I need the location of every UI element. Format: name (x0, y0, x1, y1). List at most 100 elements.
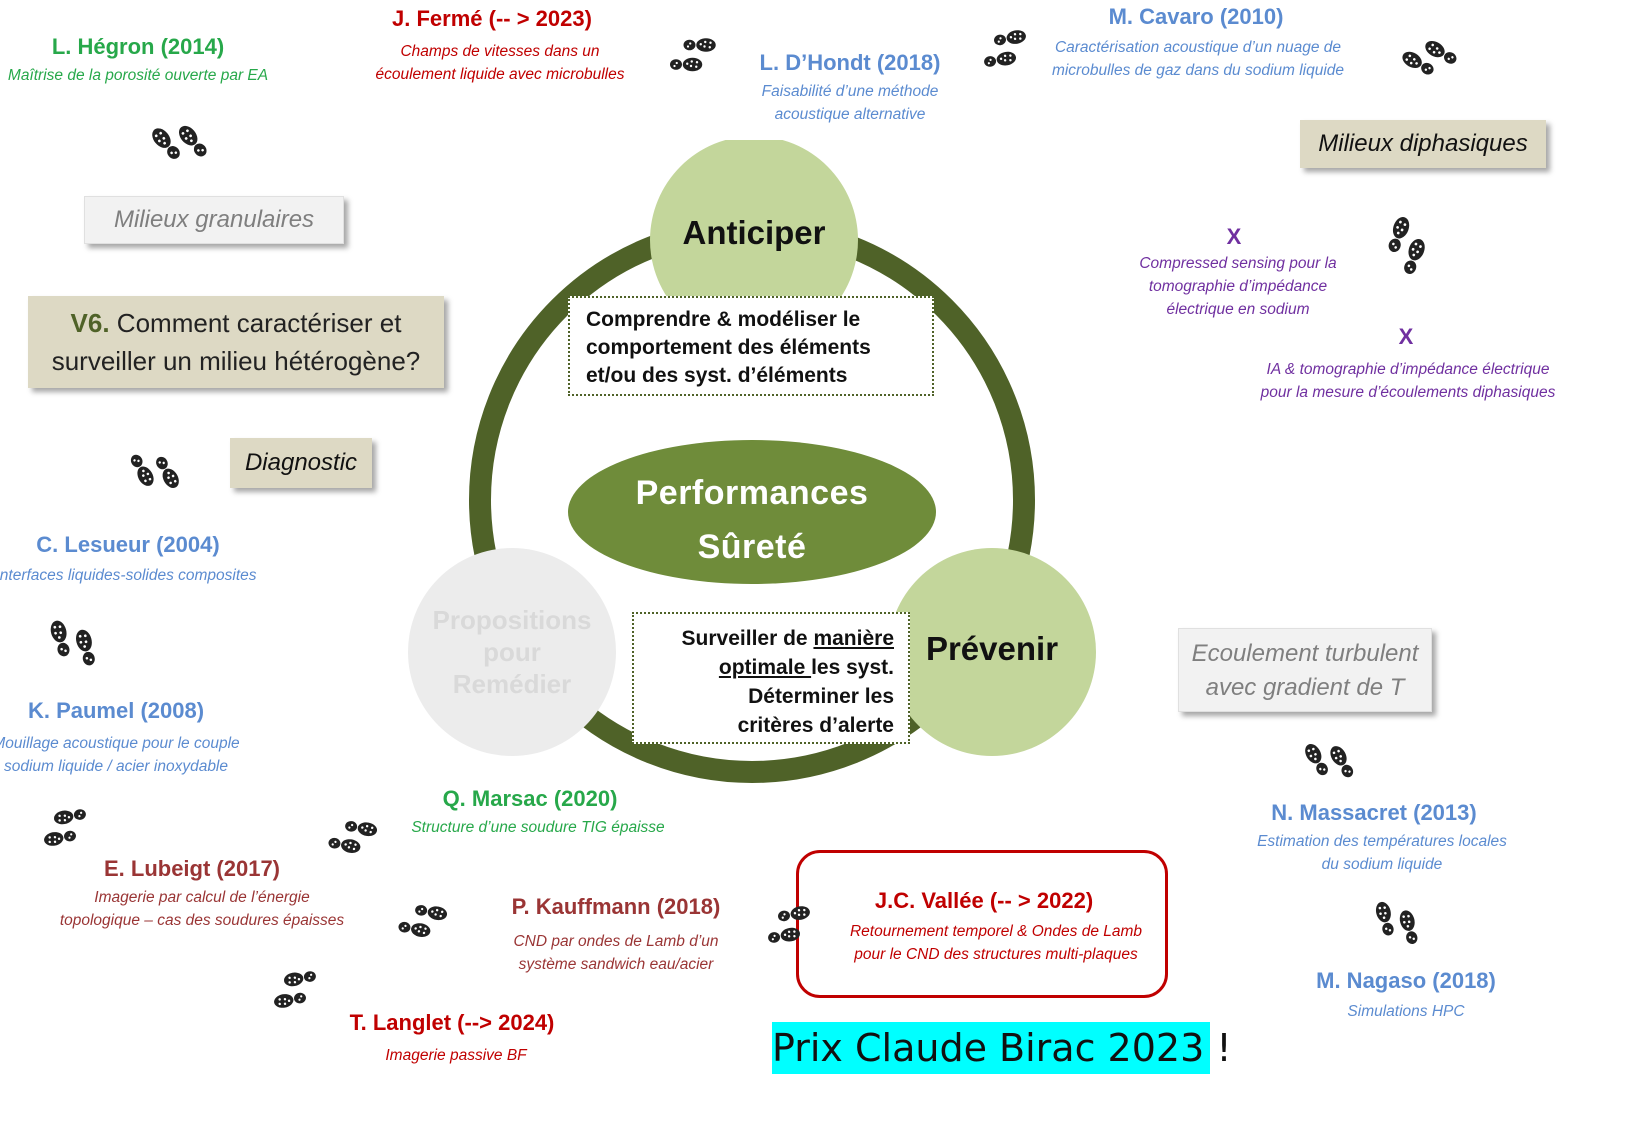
remedier-line2: pour (483, 637, 541, 667)
thesis-dhondt-desc2: acoustique alternative (774, 106, 926, 123)
center-title-line2: Sûreté (697, 528, 807, 566)
footprints-icon (36, 606, 110, 680)
question-line2: surveiller un milieu hétérogène? (51, 346, 421, 376)
thesis-lubeigt-desc: Imagerie par calcul de l’énergie topolog… (60, 886, 344, 932)
cycle-diagram (408, 140, 1096, 783)
surveiller-line4: critères d’alerte (737, 714, 894, 737)
thesis-x2-desc: IA & tomographie d’impédance électrique … (1261, 358, 1556, 404)
remedier-label: Propositions pour Remédier (412, 604, 612, 700)
prize-banner: Prix Claude Birac 2023 ! (772, 1022, 1232, 1074)
thesis-ferme-desc2: écoulement liquide avec microbulles (375, 66, 625, 83)
remedier-circle (408, 548, 616, 756)
thesis-x2-desc2: pour la mesure d’écoulements diphasiques (1260, 384, 1556, 401)
thesis-massacret-name: N. Massacret (2013) (1271, 800, 1477, 825)
thesis-massacret-desc1: Estimation des températures locales (1257, 833, 1507, 850)
thesis-cavaro-desc2: microbulles de gaz dans du sodium liquid… (1051, 62, 1345, 79)
thesis-massacret-desc2: du sodium liquide (1321, 856, 1443, 873)
thesis-x2-desc1: IA & tomographie d’impédance électrique (1266, 361, 1550, 378)
thesis-x2-name: X (1398, 324, 1414, 349)
thesis-x1-desc3: électrique en sodium (1166, 301, 1310, 318)
label-turbulent: Ecoulement turbulent avec gradient de T (1178, 628, 1432, 712)
footprints-icon (250, 960, 340, 1020)
label-diphasiques: Milieux diphasiques (1300, 120, 1546, 168)
thesis-hegron-name: L. Hégron (2014) (51, 34, 225, 59)
question-prefix: V6. (70, 308, 110, 338)
thesis-lesueur-name: C. Lesueur (2004) (36, 532, 220, 557)
box-comprendre: Comprendre & modéliser le comportement d… (568, 296, 934, 396)
remedier-line1: Propositions (432, 605, 592, 635)
thesis-ferme-desc1: Champs de vitesses dans un (400, 43, 600, 60)
surveiller-text-a: Surveiller de (681, 627, 814, 650)
footprints-icon (122, 430, 192, 514)
thesis-vallee-desc2: pour le CND des structures multi-plaques (854, 946, 1138, 963)
thesis-vallee-name: J.C. Vallée (-- > 2022) (874, 888, 1094, 913)
footprints-icon (966, 12, 1046, 82)
prevenir-label: Prévenir (925, 630, 1059, 667)
footprints-icon (1372, 200, 1442, 290)
thesis-x1-name: X (1226, 224, 1242, 249)
thesis-lubeigt-desc1: Imagerie par calcul de l’énergie (94, 889, 310, 906)
turbulent-line2: avec gradient de T (1205, 674, 1405, 701)
optimale-text: optimale (718, 656, 812, 679)
footprints-icon (380, 890, 470, 950)
thesis-paumel-desc: Mouillage acoustique pour le couple sodi… (0, 732, 240, 778)
center-title-line1: Performances (635, 474, 869, 512)
footprints-icon (1384, 28, 1474, 88)
thesis-paumel-desc1: Mouillage acoustique pour le couple (0, 735, 240, 752)
footprints-icon (20, 798, 110, 858)
question-box: V6. Comment caractériser et surveiller u… (28, 296, 444, 388)
question-line1: Comment caractériser et (109, 308, 402, 338)
thesis-nagaso-name: M. Nagaso (2018) (1316, 968, 1496, 993)
thesis-x1-desc: Compressed sensing pour la tomographie d… (1139, 252, 1336, 321)
center-ellipse (568, 440, 936, 584)
thesis-hegron-desc: Maîtrise de la porosité ouverte par EA (7, 67, 269, 84)
thesis-kauffmann-desc: CND par ondes de Lamb d’un système sandw… (513, 930, 718, 976)
label-diagnostic: Diagnostic (230, 438, 372, 488)
thesis-kauffmann-desc2: système sandwich eau/acier (518, 956, 714, 973)
thesis-cavaro-desc: Caractérisation acoustique d’un nuage de… (1052, 36, 1344, 82)
footprints-icon (140, 112, 220, 172)
thesis-lesueur-desc: Interfaces liquides-solides composites (0, 567, 257, 584)
thesis-marsac-desc: Structure d’une soudure TIG épaisse (411, 819, 665, 836)
thesis-dhondt-desc1: Faisabilité d’une méthode (761, 83, 939, 100)
thesis-x1-desc1: Compressed sensing pour la (1139, 255, 1337, 272)
thesis-ferme-name: J. Fermé (-- > 2023) (392, 6, 592, 31)
thesis-dhondt-name: L. D’Hondt (2018) (759, 50, 941, 75)
syst-text: les syst. (811, 656, 894, 679)
box-comprendre-line2: comportement des éléments (586, 336, 871, 359)
thesis-marsac-name: Q. Marsac (2020) (442, 786, 618, 811)
prevenir-circle (888, 548, 1096, 756)
thesis-dhondt-desc: Faisabilité d’une méthode acoustique alt… (762, 80, 939, 126)
thesis-cavaro-name: M. Cavaro (2010) (1108, 4, 1284, 29)
thesis-paumel-name: K. Paumel (2008) (27, 698, 205, 723)
thesis-vallee-desc: Retournement temporel & Ondes de Lamb po… (850, 920, 1142, 966)
thesis-ferme-desc: Champs de vitesses dans un écoulement li… (376, 40, 625, 86)
footprints-icon (320, 802, 390, 872)
vallee-frame (796, 850, 1168, 998)
thesis-x1-desc2: tomographie d’impédance (1148, 278, 1328, 295)
footprints-icon (1290, 726, 1370, 796)
anticiper-circle (650, 140, 858, 344)
label-granulaires: Milieux granulaires (84, 196, 344, 244)
thesis-kauffmann-desc1: CND par ondes de Lamb d’un (513, 933, 719, 950)
box-comprendre-line3: et/ou des syst. d’éléments (586, 364, 848, 387)
thesis-paumel-desc2: sodium liquide / acier inoxydable (3, 758, 229, 775)
turbulent-line1: Ecoulement turbulent (1191, 640, 1419, 667)
thesis-lubeigt-name: E. Lubeigt (2017) (103, 856, 281, 881)
remedier-line3: Remédier (452, 669, 572, 699)
thesis-cavaro-desc1: Caractérisation acoustique d’un nuage de (1054, 39, 1342, 56)
box-comprendre-line1: Comprendre & modéliser le (586, 308, 861, 331)
footprints-icon (650, 24, 740, 84)
footprints-icon (1360, 886, 1436, 960)
surveiller-text-b: manière (813, 627, 894, 650)
thesis-vallee-desc1: Retournement temporel & Ondes de Lamb (849, 923, 1143, 940)
box-surveiller: Surveiller de manière optimale les syst.… (632, 612, 910, 744)
thesis-kauffmann-name: P. Kauffmann (2018) (511, 894, 721, 919)
surveiller-line3: Déterminer les (748, 685, 894, 708)
thesis-langlet-desc: Imagerie passive BF (385, 1047, 527, 1064)
thesis-langlet-name: T. Langlet (--> 2024) (349, 1010, 555, 1035)
anticiper-label: Anticiper (682, 214, 826, 251)
thesis-massacret-desc: Estimation des températures locales du s… (1257, 830, 1507, 876)
footprints-icon (750, 890, 830, 960)
thesis-lubeigt-desc2: topologique – cas des soudures épaisses (59, 912, 345, 929)
